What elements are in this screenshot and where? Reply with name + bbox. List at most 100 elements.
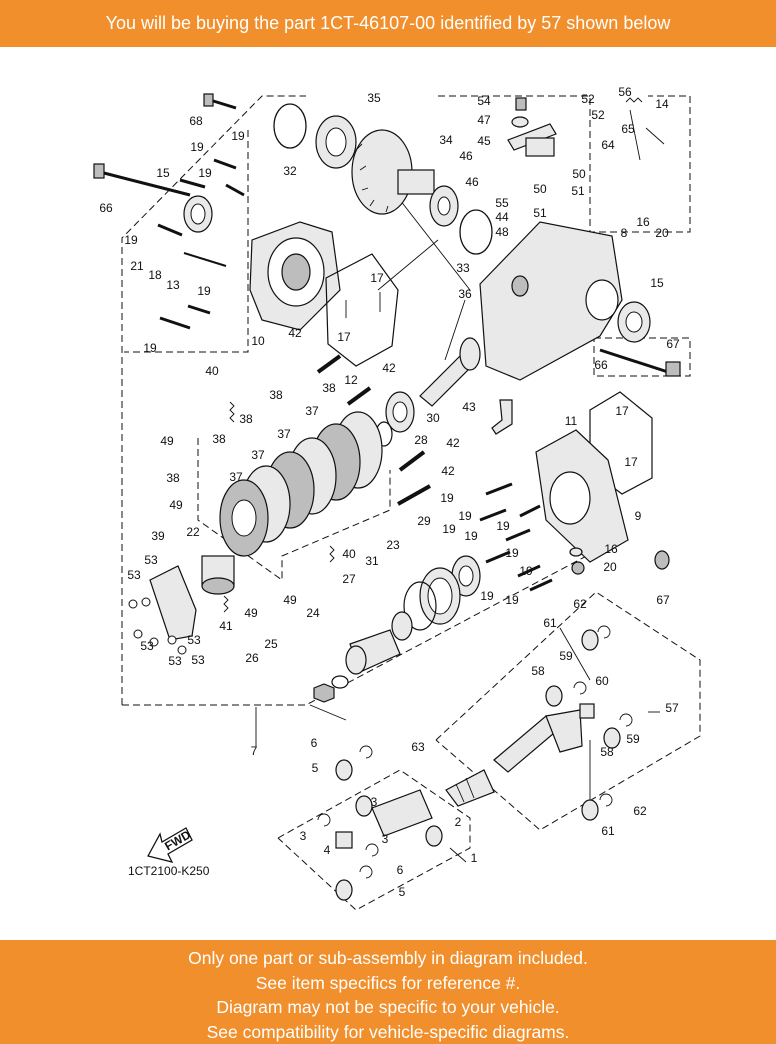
callout-19: 19 — [442, 522, 456, 536]
callout-6: 6 — [397, 863, 404, 877]
callout-37: 37 — [277, 427, 291, 441]
callout-24: 24 — [306, 606, 320, 620]
footer-line: See compatibility for vehicle-specific d… — [206, 1021, 570, 1042]
callout-10: 10 — [251, 334, 265, 348]
callout-16: 16 — [604, 542, 618, 556]
callout-49: 49 — [169, 498, 183, 512]
callout-50: 50 — [572, 167, 586, 181]
callout-40: 40 — [342, 547, 356, 561]
callout-39: 39 — [151, 529, 165, 543]
callout-21: 21 — [130, 259, 144, 273]
callout-54: 54 — [477, 94, 491, 108]
callout-22: 22 — [186, 525, 200, 539]
bearings-28-30 — [375, 391, 415, 447]
callout-42: 42 — [382, 361, 396, 375]
callout-51: 51 — [571, 184, 585, 198]
callout-41: 41 — [219, 619, 233, 633]
callout-67: 67 — [666, 337, 680, 351]
callout-57: 57 — [665, 701, 679, 715]
callout-46: 46 — [465, 175, 479, 189]
callout-64: 64 — [601, 138, 615, 152]
pins-42 — [316, 354, 431, 506]
callout-2: 2 — [455, 815, 462, 829]
callout-61: 61 — [543, 616, 557, 630]
callout-59: 59 — [626, 732, 640, 746]
callout-19: 19 — [519, 564, 533, 578]
springs — [223, 401, 335, 613]
leader-lines — [255, 199, 660, 863]
callout-26: 26 — [245, 651, 259, 665]
callout-56: 56 — [618, 85, 632, 99]
yoke-24 — [313, 629, 401, 703]
ring-gear-assembly — [273, 103, 459, 227]
callout-19: 19 — [124, 233, 138, 247]
oil-seal-15 — [183, 195, 213, 233]
callout-33: 33 — [456, 261, 470, 275]
callout-3: 3 — [300, 829, 307, 843]
callout-68: 68 — [189, 114, 203, 128]
callout-17: 17 — [624, 455, 638, 469]
callout-29: 29 — [417, 514, 431, 528]
footer-line: See item specifics for reference #. — [255, 972, 521, 993]
callout-19: 19 — [464, 529, 478, 543]
callout-43: 43 — [462, 400, 476, 414]
footer-line: Only one part or sub-assembly in diagram… — [188, 948, 588, 968]
callout-19: 19 — [198, 166, 212, 180]
fwd-arrow-icon: FWD — [147, 827, 193, 863]
callout-19: 19 — [505, 593, 519, 607]
callout-18: 18 — [148, 268, 162, 282]
callout-19: 19 — [197, 284, 211, 298]
callout-58: 58 — [600, 745, 614, 759]
callout-12: 12 — [344, 373, 358, 387]
callout-14: 14 — [655, 97, 669, 111]
callout-62: 62 — [633, 804, 647, 818]
callout-5: 5 — [399, 885, 406, 899]
callout-30: 30 — [426, 411, 440, 425]
callout-37: 37 — [305, 404, 319, 418]
callout-4: 4 — [324, 843, 331, 857]
callout-3: 3 — [382, 832, 389, 846]
callout-15: 15 — [156, 166, 170, 180]
callout-31: 31 — [365, 554, 379, 568]
pinion-shaft-36 — [419, 337, 481, 407]
callout-66: 66 — [594, 358, 608, 372]
callout-19: 19 — [496, 519, 510, 533]
callout-53: 53 — [144, 553, 158, 567]
callout-15: 15 — [650, 276, 664, 290]
callout-42: 42 — [441, 464, 455, 478]
callout-19: 19 — [231, 129, 245, 143]
callout-3: 3 — [371, 795, 378, 809]
footer-banner: Only one part or sub-assembly in diagram… — [0, 940, 776, 1044]
callout-60: 60 — [595, 674, 609, 688]
callout-40: 40 — [205, 364, 219, 378]
lever-43 — [491, 399, 513, 435]
callout-19: 19 — [505, 546, 519, 560]
callout-44: 44 — [495, 210, 509, 224]
callout-36: 36 — [458, 287, 472, 301]
callout-67: 67 — [656, 593, 670, 607]
callout-49: 49 — [283, 593, 297, 607]
exploded-view-svg: FWD 1CT2100-K250 68355452525614474565641… — [93, 85, 701, 911]
callout-53: 53 — [168, 654, 182, 668]
drive-shaft-57 — [493, 625, 633, 821]
callout-9: 9 — [635, 509, 642, 523]
callout-63: 63 — [411, 740, 425, 754]
hub-22 — [149, 555, 235, 641]
shift-linkage — [507, 97, 665, 161]
diagram-code: 1CT2100-K250 — [128, 864, 210, 878]
callout-17: 17 — [615, 404, 629, 418]
callout-32: 32 — [283, 164, 297, 178]
boot-63 — [445, 769, 495, 807]
callout-66: 66 — [99, 201, 113, 215]
callout-51: 51 — [533, 206, 547, 220]
callout-20: 20 — [603, 560, 617, 574]
callout-17: 17 — [337, 330, 351, 344]
callout-58: 58 — [531, 664, 545, 678]
callout-42: 42 — [446, 436, 460, 450]
callout-23: 23 — [386, 538, 400, 552]
callout-53: 53 — [140, 639, 154, 653]
joint-assembly-1 — [317, 745, 443, 901]
callout-37: 37 — [229, 470, 243, 484]
header-text: You will be buying the part 1CT-46107-00… — [105, 13, 671, 33]
